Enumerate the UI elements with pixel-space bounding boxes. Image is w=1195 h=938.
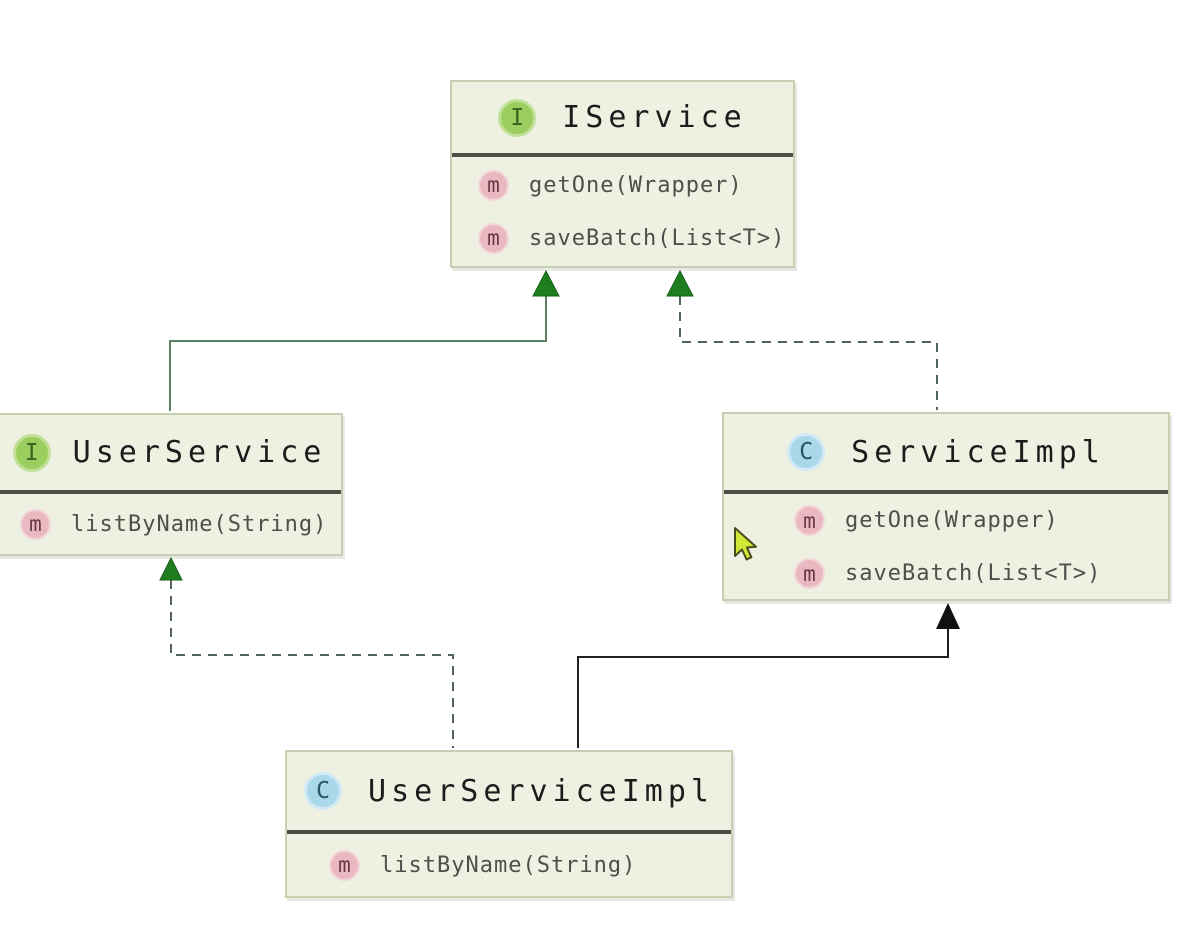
method-label: listByName(String) [380, 852, 637, 878]
method-row-listbyname[interactable]: m listByName(String) [20, 498, 341, 551]
class-box-serviceimpl[interactable]: C ServiceImpl m getOne(Wrapper) m saveBa… [722, 412, 1170, 601]
header-separator [287, 830, 731, 834]
class-title-userserviceimpl: UserServiceImpl [368, 773, 714, 809]
class-title-serviceimpl: ServiceImpl [851, 434, 1105, 470]
class-icon: C [787, 433, 826, 471]
triangle-arrowhead-icon [936, 603, 960, 629]
class-title-iservice: IService [562, 100, 747, 135]
header-separator [0, 490, 341, 494]
triangle-arrowhead-icon [159, 556, 183, 581]
class-icon: C [304, 772, 343, 810]
triangle-arrowhead-icon [532, 269, 560, 297]
class-title-userservice: UserService [72, 435, 327, 470]
method-icon: m [794, 505, 825, 536]
class-header-iservice[interactable]: I IService [452, 82, 793, 153]
method-row-savebatch[interactable]: m saveBatch(List<T>) [478, 212, 793, 265]
method-row-getone[interactable]: m getOne(Wrapper) [478, 159, 793, 212]
edge-userservice-extends-iservice [169, 269, 560, 411]
method-icon: m [794, 558, 825, 589]
method-label: listByName(String) [71, 511, 328, 537]
class-box-userservice[interactable]: I UserService m listByName(String) [0, 413, 343, 556]
interface-icon: I [498, 98, 537, 137]
class-header-userservice[interactable]: I UserService [0, 415, 341, 490]
class-header-serviceimpl[interactable]: C ServiceImpl [724, 414, 1168, 490]
header-separator [724, 490, 1168, 494]
method-icon: m [478, 222, 509, 254]
edge-serviceimpl-implements-iservice [666, 269, 938, 410]
triangle-arrowhead-icon [666, 269, 694, 297]
method-label: getOne(Wrapper) [529, 172, 743, 198]
method-icon: m [478, 169, 509, 201]
method-row-listbyname[interactable]: m listByName(String) [329, 839, 731, 892]
interface-icon: I [12, 433, 51, 472]
method-icon: m [329, 849, 360, 881]
class-header-userserviceimpl[interactable]: C UserServiceImpl [287, 752, 731, 830]
method-label: saveBatch(List<T>) [529, 225, 786, 251]
edge-userserviceimpl-extends-serviceimpl [577, 603, 960, 748]
method-label: getOne(Wrapper) [845, 508, 1059, 533]
method-icon: m [20, 508, 51, 540]
class-box-iservice[interactable]: I IService m getOne(Wrapper) m saveBatch… [450, 80, 795, 268]
edge-userserviceimpl-implements-userservice [159, 556, 454, 748]
method-label: saveBatch(List<T>) [845, 561, 1102, 586]
method-row-savebatch[interactable]: m saveBatch(List<T>) [794, 547, 1168, 600]
header-separator [452, 153, 793, 157]
class-box-userserviceimpl[interactable]: C UserServiceImpl m listByName(String) [285, 750, 733, 898]
method-row-getone[interactable]: m getOne(Wrapper) [794, 494, 1168, 547]
